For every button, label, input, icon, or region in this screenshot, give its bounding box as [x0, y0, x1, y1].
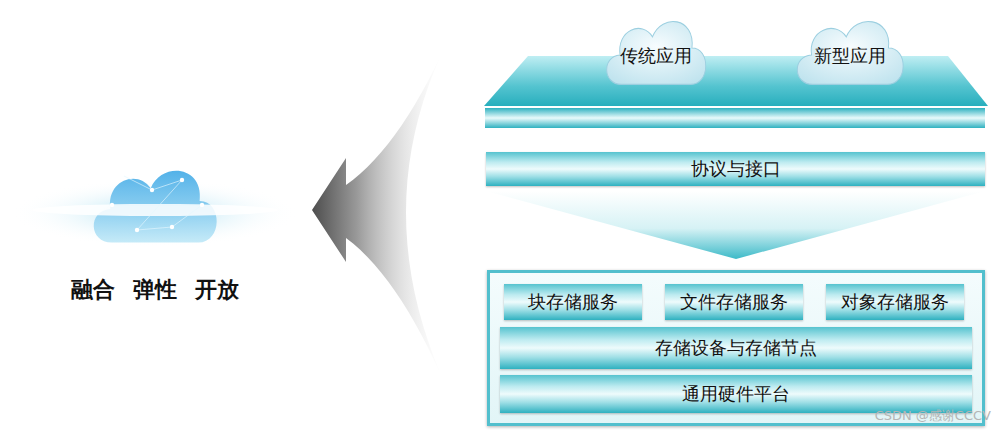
node-label: 传统应用 [598, 44, 714, 68]
service-band: 存储设备与存储节点 [500, 327, 972, 369]
service-band: 文件存储服务 [665, 284, 803, 320]
service-band: 协议与接口 [486, 152, 985, 186]
flow-arrow [312, 55, 441, 375]
funnel-shape [486, 191, 985, 259]
application-platform [484, 56, 988, 106]
node-label: 协议与接口 [691, 157, 781, 181]
platform-edge [485, 108, 985, 128]
cloud-node: 融合 弹性 开放 [12, 135, 298, 307]
service-band: 通用硬件平台 [500, 375, 972, 413]
service-band: 块存储服务 [504, 284, 642, 320]
feature-caption: 融合 弹性 开放 [12, 275, 298, 305]
node-label: 文件存储服务 [680, 290, 788, 314]
node-label: 块存储服务 [528, 290, 618, 314]
cloud-illustration [12, 135, 298, 275]
application-cloud: 新型应用 [788, 6, 912, 90]
node-label: 通用硬件平台 [682, 382, 790, 406]
node-label: 新型应用 [788, 44, 912, 68]
node-label: 存储设备与存储节点 [655, 336, 817, 360]
node-label: 对象存储服务 [841, 290, 949, 314]
application-cloud: 传统应用 [598, 6, 714, 90]
watermark: CSDN @感谢CCCV [875, 407, 991, 425]
storage-container: 块存储服务 文件存储服务 对象存储服务存储设备与存储节点通用硬件平台 [487, 270, 985, 426]
service-band: 对象存储服务 [826, 284, 964, 320]
